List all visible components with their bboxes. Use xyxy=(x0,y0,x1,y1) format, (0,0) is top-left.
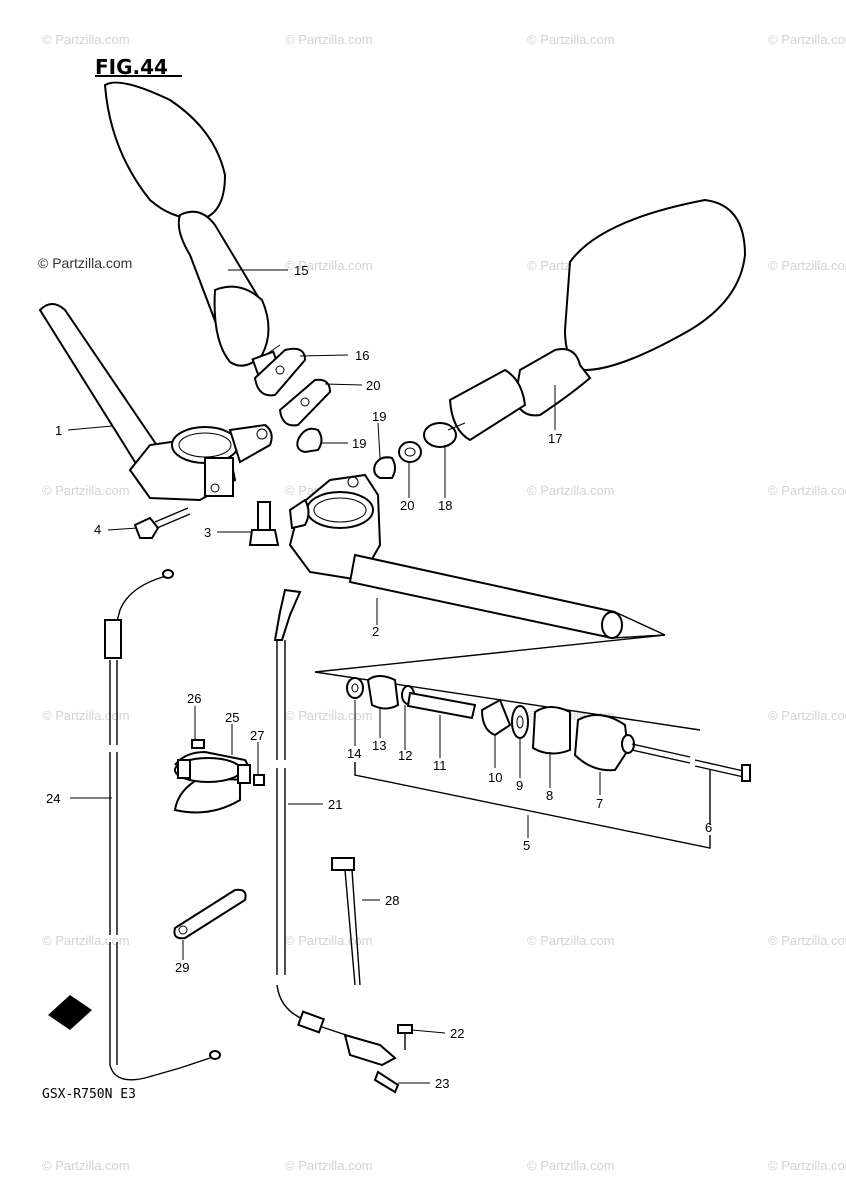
callout-17: 17 xyxy=(548,431,562,446)
callout-4: 4 xyxy=(94,522,101,537)
nut-27 xyxy=(253,774,265,786)
watermark: © Partzilla.com xyxy=(42,708,130,723)
watermark: © Partzilla.com xyxy=(527,933,615,948)
callout-25: 25 xyxy=(225,710,239,725)
watermark: © Partzilla.com xyxy=(42,933,130,948)
watermark: © Partzilla.com xyxy=(285,32,373,47)
callout-6: 6 xyxy=(705,820,712,835)
watermark: © Partzilla.com xyxy=(768,1158,846,1173)
callout-5: 5 xyxy=(523,838,530,853)
callout-24: 24 xyxy=(46,791,60,806)
callout-19-b: 19 xyxy=(372,409,386,424)
watermark: © Partzilla.com xyxy=(42,483,130,498)
callout-23: 23 xyxy=(435,1076,449,1091)
screw-22 xyxy=(397,1024,413,1050)
washer-20-lower xyxy=(398,441,422,463)
callout-2: 2 xyxy=(372,624,379,639)
callout-19-a: 19 xyxy=(352,436,366,451)
callout-12: 12 xyxy=(398,748,412,763)
callout-29: 29 xyxy=(175,960,189,975)
cable-tie-28 xyxy=(331,857,361,986)
callout-14: 14 xyxy=(347,746,361,761)
callout-8: 8 xyxy=(546,788,553,803)
screw-26 xyxy=(191,739,205,749)
callout-10: 10 xyxy=(488,770,502,785)
callout-27: 27 xyxy=(250,728,264,743)
leader-lines xyxy=(67,269,711,1084)
watermark: © Partzilla.com xyxy=(42,32,130,47)
callout-11: 11 xyxy=(433,758,447,773)
watermark: © Partzilla.com xyxy=(768,258,846,273)
model-code: GSX-R750N E3 xyxy=(42,1087,136,1102)
watermark: © Partzilla.com xyxy=(285,708,373,723)
throttle-cable-24 xyxy=(104,569,221,1081)
watermark: © Partzilla.com xyxy=(527,32,615,47)
watermark: © Partzilla.com xyxy=(768,32,846,47)
fwd-arrow-icon xyxy=(48,995,92,1030)
callout-22: 22 xyxy=(450,1026,464,1041)
plate-20-upper xyxy=(278,378,332,427)
watermark: © Partzilla.com xyxy=(285,1158,373,1173)
bolt-4 xyxy=(133,507,191,539)
callout-13: 13 xyxy=(372,738,386,753)
callout-18: 18 xyxy=(438,498,452,513)
watermark: © Partzilla.com xyxy=(527,483,615,498)
watermark: © Partzilla.com xyxy=(285,258,373,273)
watermark: © Partzilla.com xyxy=(42,1158,130,1173)
callout-26: 26 xyxy=(187,691,201,706)
right-mirror xyxy=(423,198,747,448)
callout-16: 16 xyxy=(355,348,369,363)
watermark: © Partzilla.com xyxy=(768,708,846,723)
callout-20-a: 20 xyxy=(366,378,380,393)
bracket-29 xyxy=(173,888,247,940)
callout-3: 3 xyxy=(204,525,211,540)
right-clip-on xyxy=(288,473,623,640)
bolt-3 xyxy=(248,501,280,546)
watermark-main: © Partzilla.com xyxy=(38,255,132,271)
callout-9: 9 xyxy=(516,778,523,793)
throttle-cable-21 xyxy=(273,588,397,1067)
left-mirror xyxy=(103,81,281,378)
left-clip-on xyxy=(38,303,273,502)
callout-15: 15 xyxy=(294,263,308,278)
watermark: © Partzilla.com xyxy=(768,933,846,948)
watermark: © Partzilla.com xyxy=(285,933,373,948)
callouts: 1 2 3 4 5 6 7 8 9 10 11 12 13 14 15 16 1… xyxy=(46,263,712,1091)
screw-23 xyxy=(373,1070,400,1094)
bar-end-assembly xyxy=(346,675,751,782)
callout-7: 7 xyxy=(596,796,603,811)
callout-21: 21 xyxy=(328,797,342,812)
callout-20-b: 20 xyxy=(400,498,414,513)
gasket-16 xyxy=(253,347,307,397)
callout-28: 28 xyxy=(385,893,399,908)
grommet-19-lower xyxy=(373,456,396,479)
watermark: © Partzilla.com xyxy=(768,483,846,498)
cable-clamp-25 xyxy=(173,750,251,814)
grommet-19-upper xyxy=(296,427,323,454)
callout-1: 1 xyxy=(55,423,62,438)
watermark: © Partzilla.com xyxy=(527,1158,615,1173)
